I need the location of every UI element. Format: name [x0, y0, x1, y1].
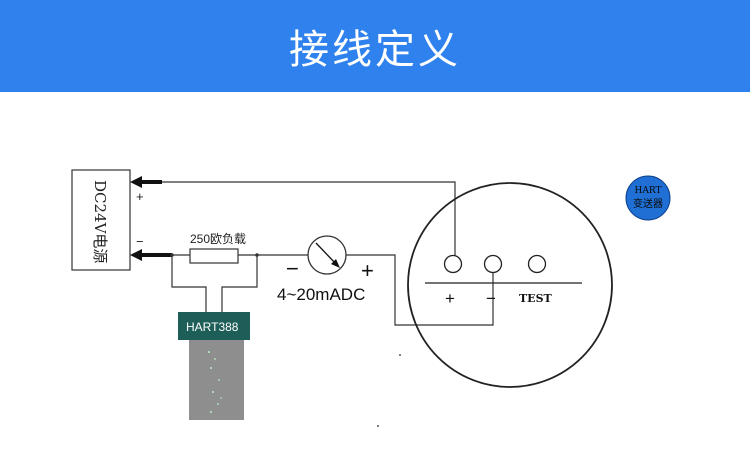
- stray-dot: [399, 354, 401, 356]
- terminal-test: [527, 254, 547, 274]
- badge-line2: 变送器: [633, 197, 663, 210]
- junction-dot-left: [170, 253, 174, 257]
- badge-line1: HART: [635, 186, 662, 196]
- transmitter-housing: [407, 182, 613, 388]
- resistor-label: 250欧负载: [190, 232, 246, 246]
- power-supply-label: DC24V电源: [91, 180, 109, 263]
- terminal-minus-label: −: [486, 289, 496, 308]
- ammeter-needle: [315, 242, 338, 266]
- page-title: 接线定义: [289, 27, 461, 73]
- meter-plus-sign: +: [361, 258, 374, 283]
- supply-minus-sign: −: [136, 234, 144, 249]
- hart-communicator-header: [178, 312, 250, 340]
- hart-device-label: HART388: [186, 320, 239, 334]
- header-banner: 接线定义: [0, 0, 750, 92]
- wire-hart-left: [171, 255, 207, 312]
- ammeter-needle-tip: [331, 259, 340, 268]
- hart-communicator-body: [189, 340, 244, 420]
- meter-label: 4~20mADC: [277, 285, 365, 304]
- supply-plus-sign: +: [136, 189, 144, 204]
- terminal-plus-label: +: [445, 289, 455, 308]
- load-resistor: [189, 248, 239, 264]
- terminal-test-label: TEST: [519, 292, 553, 305]
- wire-meter-to-terminal: [346, 254, 494, 326]
- arrow-bottom: [130, 249, 142, 261]
- hart-transmitter-badge: [625, 175, 671, 221]
- wire-top: [160, 181, 456, 256]
- hart-body-speckles: [208, 351, 222, 413]
- terminal-minus: [483, 254, 503, 274]
- arrow-top: [130, 176, 142, 188]
- terminal-plus: [443, 254, 463, 274]
- stray-dot: [377, 425, 379, 427]
- wire-hart-right: [221, 255, 258, 312]
- junction-dot-right: [255, 253, 259, 257]
- meter-minus-sign: −: [286, 256, 299, 281]
- power-supply-box: [71, 169, 131, 271]
